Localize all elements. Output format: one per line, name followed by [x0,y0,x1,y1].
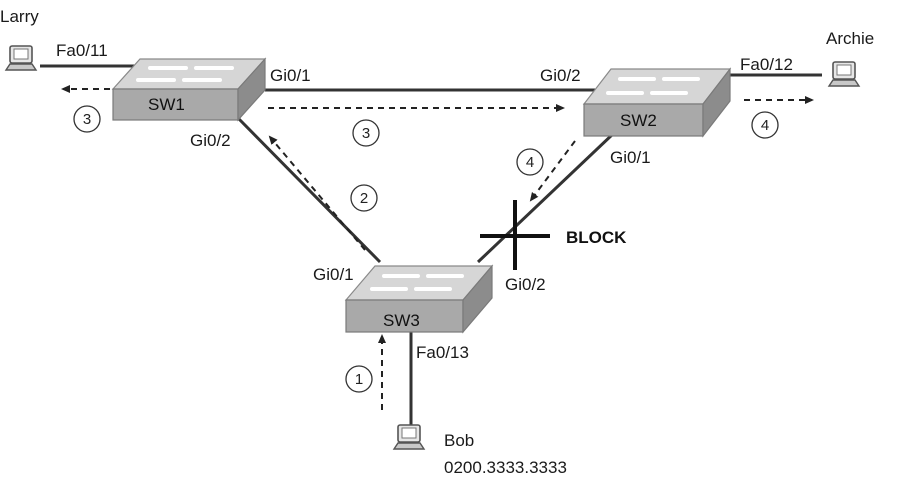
port-label: Gi0/2 [505,275,546,294]
host-label-larry: Larry [0,7,39,26]
host-larry[interactable]: Larry [0,7,39,71]
host-label-archie: Archie [826,29,874,48]
host-mac-bob: 0200.3333.3333 [444,458,567,477]
step-marker: 2 [350,184,378,212]
step-marker: 4 [751,111,779,139]
switch-arrows-icon [606,77,700,95]
pc-icon [828,61,860,87]
link-sw1-sw3 [236,116,382,264]
switch-sw3[interactable]: SW3 [344,264,494,334]
host-bob[interactable]: Bob 0200.3333.3333 [393,424,567,477]
block-cross-icon [480,200,550,270]
switch-label-sw1: SW1 [148,95,185,114]
switch-label-sw3: SW3 [383,311,420,330]
host-archie[interactable]: Archie [826,29,874,87]
step-marker: 4 [516,148,544,176]
port-label: Gi0/2 [190,131,231,150]
switch-label-sw2: SW2 [620,111,657,130]
link-sw2-sw3 [476,131,616,264]
svg-text:3: 3 [362,125,370,142]
pc-icon [5,45,37,71]
pc-icon [393,424,425,450]
port-label: Fa0/12 [740,55,793,74]
port-label: Gi0/1 [610,148,651,167]
svg-text:3: 3 [83,111,91,128]
host-label-bob: Bob [444,431,474,450]
flow-arrow-sw2-to-sw3 [529,140,576,202]
switch-arrows-icon [136,66,234,82]
svg-text:4: 4 [526,154,534,171]
svg-text:2: 2 [360,190,368,207]
step-marker: 3 [352,119,380,147]
switch-arrows-icon [370,274,464,291]
svg-text:4: 4 [761,117,769,134]
switch-sw2[interactable]: SW2 [582,67,732,138]
port-label: Gi0/2 [540,66,581,85]
block-label: BLOCK [566,228,627,247]
port-label: Fa0/13 [416,343,469,362]
svg-text:1: 1 [355,371,363,388]
flow-arrow-sw3-to-sw1 [268,135,366,251]
port-label: Gi0/1 [313,265,354,284]
port-label: Gi0/1 [270,66,311,85]
port-label: Fa0/11 [56,41,108,60]
step-marker: 1 [345,365,373,393]
switch-sw1[interactable]: SW1 [111,57,267,122]
step-marker: 3 [73,105,101,133]
